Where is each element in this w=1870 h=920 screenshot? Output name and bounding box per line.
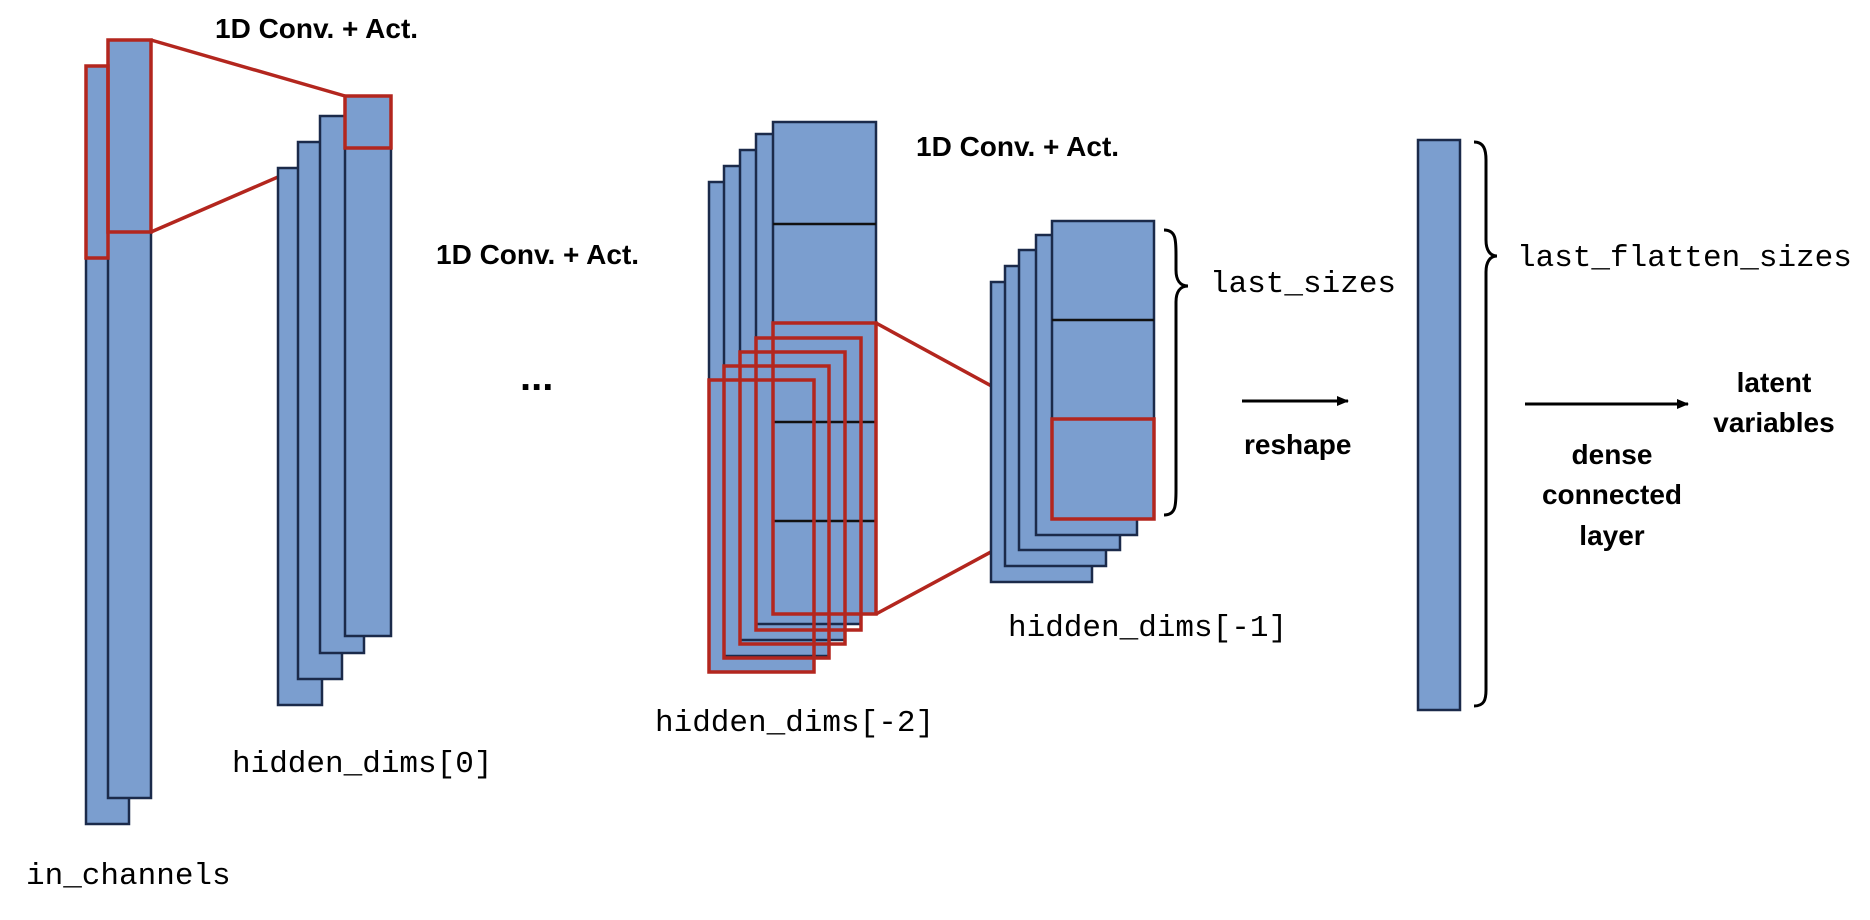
kernel-highlight [707, 378, 816, 674]
latent-variables-label: latent variables [1713, 367, 1834, 438]
conv-act-label-3: 1D Conv. + Act. [916, 131, 1119, 162]
last-sizes-brace [1163, 228, 1189, 517]
dense-layer-line: connected [1542, 479, 1682, 510]
dense-layer-line: dense [1572, 439, 1653, 470]
kernel-highlight [722, 364, 831, 660]
hidden-dims-m2-stack [707, 120, 878, 674]
hidden-dims-0-label: hidden_dims[0] [232, 747, 492, 782]
kernel-highlight-front [771, 321, 878, 616]
feature-map [343, 94, 393, 638]
conv-act-label-2: 1D Conv. + Act. [436, 239, 639, 270]
conv-act-label-1: 1D Conv. + Act. [215, 13, 418, 44]
kernel-highlight [754, 336, 863, 632]
latent-variables-line: latent [1737, 367, 1812, 398]
last-flatten-sizes-label: last_flatten_sizes [1517, 241, 1852, 276]
conv-output-highlight [343, 94, 393, 150]
conv-kernel-highlight-front [106, 38, 153, 234]
kernel-highlight [738, 350, 847, 646]
hidden-dims-m1-label: hidden_dims[-1] [1008, 611, 1287, 646]
in-channels-label: in_channels [26, 859, 231, 894]
hidden-dims-m2-label: hidden_dims[-2] [655, 706, 934, 741]
latent-variables-line: variables [1713, 407, 1834, 438]
ellipsis-label: ... [520, 355, 553, 399]
conv-output-highlight [1050, 417, 1156, 521]
dense-layer-line: layer [1579, 520, 1644, 551]
reshape-label: reshape [1244, 429, 1351, 460]
flatten-vector [1416, 138, 1462, 712]
input-channel-front [106, 38, 153, 800]
last-flatten-sizes-brace [1473, 140, 1498, 708]
feature-map-front [1050, 219, 1156, 521]
hidden-dims-m1-stack [989, 219, 1156, 584]
input-channels-stack [84, 38, 153, 826]
hidden-dims-0-stack [276, 94, 393, 707]
dense-layer-label: dense connected layer [1542, 439, 1682, 551]
last-sizes-label: last_sizes [1210, 267, 1396, 302]
